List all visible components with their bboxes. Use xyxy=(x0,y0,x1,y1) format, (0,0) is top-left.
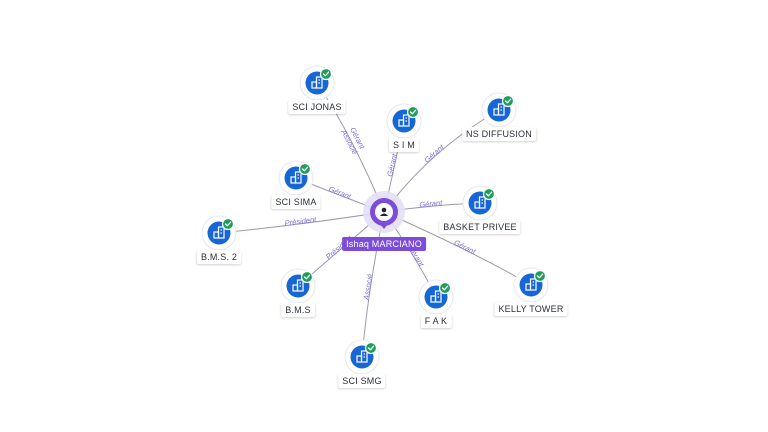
building-icon xyxy=(356,350,368,363)
edge-label-ns-diffusion: Gérant xyxy=(423,142,447,165)
building-icon xyxy=(398,114,410,127)
edge-label-sci-sima: Gérant xyxy=(328,184,353,201)
center-person-label[interactable]: Ishaq MARCIANO xyxy=(342,237,426,251)
company-label-ns-diffusion[interactable]: NS DIFFUSION xyxy=(462,127,536,141)
verified-check-icon xyxy=(533,269,547,283)
edge-label-bms2: Président xyxy=(284,215,317,228)
verified-check-icon xyxy=(501,94,515,108)
building-icon xyxy=(292,279,304,292)
company-label-fak[interactable]: F A K xyxy=(420,314,452,328)
verified-check-icon xyxy=(300,270,314,284)
building-icon xyxy=(213,226,225,239)
edge-label-sim: Gérant xyxy=(385,152,399,177)
nodes-layer xyxy=(201,65,549,375)
center-person-node[interactable] xyxy=(363,191,405,233)
company-label-sci-jonas[interactable]: SCI JONAS xyxy=(288,100,346,114)
edge-label-basket-privee: Gérant xyxy=(419,198,444,209)
company-label-basket-privee[interactable]: BASKET PRIVEE xyxy=(439,220,521,234)
company-label-bms2[interactable]: B.M.S. 2 xyxy=(196,250,242,264)
company-label-sci-smg[interactable]: SCI SMG xyxy=(338,374,386,388)
company-label-kelly-tower[interactable]: KELLY TOWER xyxy=(494,302,568,316)
verified-check-icon xyxy=(406,105,420,119)
company-label-bms[interactable]: B.M.S xyxy=(281,303,315,317)
building-icon xyxy=(290,171,302,184)
verified-check-icon xyxy=(482,187,496,201)
building-icon xyxy=(430,290,442,303)
verified-check-icon xyxy=(364,341,378,355)
company-label-sci-sima[interactable]: SCI SIMA xyxy=(271,195,321,209)
edge-label-sci-smg: Associé xyxy=(361,273,374,301)
building-icon xyxy=(311,76,323,89)
verified-check-icon xyxy=(438,281,452,295)
edge-label-kelly-tower: Gérant xyxy=(453,238,478,257)
company-node-fak[interactable] xyxy=(418,279,454,315)
person-icon xyxy=(380,207,388,216)
verified-check-icon xyxy=(221,217,235,231)
verified-check-icon xyxy=(319,67,333,81)
company-node-sim[interactable] xyxy=(386,103,422,139)
company-label-sim[interactable]: S I M xyxy=(388,138,420,152)
company-node-basket-privee[interactable] xyxy=(462,185,498,221)
company-node-kelly-tower[interactable] xyxy=(513,267,549,303)
company-node-bms2[interactable] xyxy=(201,215,237,251)
company-node-bms[interactable] xyxy=(280,268,316,304)
building-icon xyxy=(474,196,486,209)
company-node-sci-jonas[interactable] xyxy=(299,65,335,101)
company-node-sci-sima[interactable] xyxy=(278,160,314,196)
company-node-ns-diffusion[interactable] xyxy=(481,92,517,128)
verified-check-icon xyxy=(298,162,312,176)
company-node-sci-smg[interactable] xyxy=(344,339,380,375)
building-icon xyxy=(493,103,505,116)
building-icon xyxy=(525,278,537,291)
